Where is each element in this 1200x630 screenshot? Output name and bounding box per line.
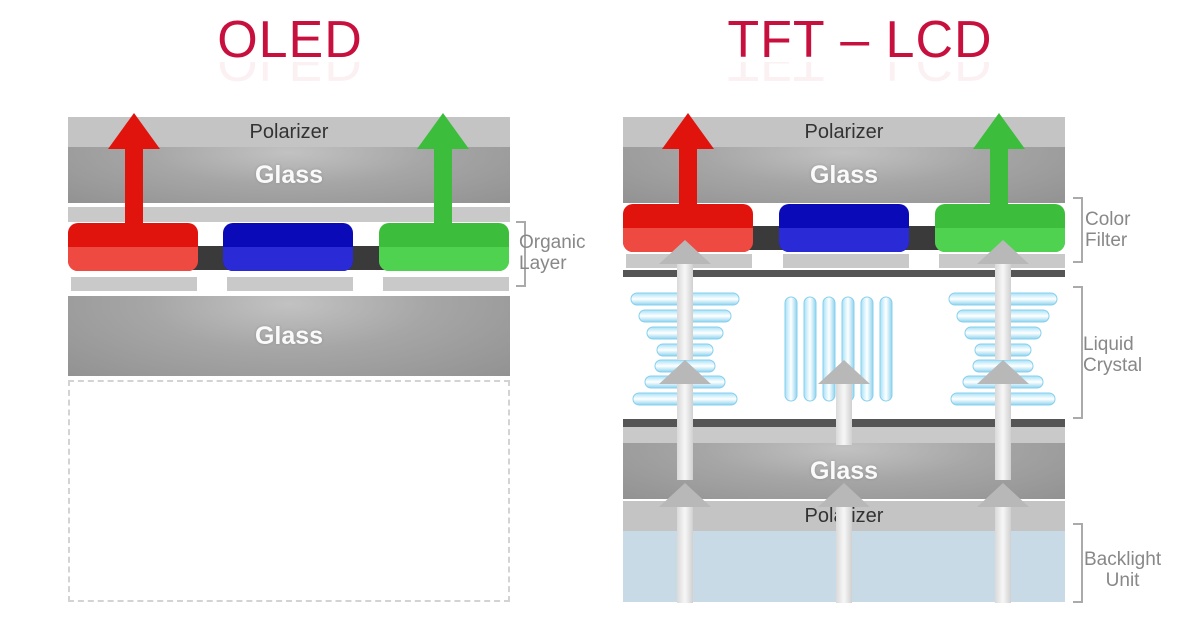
light-arrow-head [977,240,1029,264]
lcd-polarizer-top-label: Polarizer [804,120,884,143]
oled-green-light-arrow-head [417,113,469,149]
oled-organic-bracket [516,221,526,287]
light-arrow-head [818,483,870,507]
oled-polarizer-label: Polarizer [249,120,329,143]
lcd-glass-top-label: Glass [809,160,879,189]
lcd-green-light-arrow-head [973,113,1025,149]
oled-glass-bottom-layer: Glass [68,296,510,376]
oled-no-backlight-area [68,380,510,602]
oled-red-light-arrow-shaft [125,145,143,232]
lcd-red-light-arrow-head [662,113,714,149]
light-arrow-shaft [995,382,1011,480]
lcd-electrode-top [783,254,909,268]
lcd-red-light-arrow-shaft [679,145,697,213]
light-arrow-head [659,240,711,264]
lcd-backlight-bracket [1073,523,1083,603]
light-arrow-shaft [677,505,693,603]
oled-blue-subpixel [223,223,353,271]
light-arrow-shaft [836,382,852,445]
light-arrow-head [818,360,870,384]
light-arrow-shaft [677,262,693,360]
light-arrow-head [659,360,711,384]
light-arrow-head [977,360,1029,384]
lcd-alignment-top [623,270,1065,277]
oled-glass-bottom-label: Glass [254,321,324,350]
light-arrow-head [659,483,711,507]
light-arrow-shaft [677,382,693,480]
oled-electrode-bottom [227,277,353,291]
lcd-color-filter-bracket [1073,197,1083,263]
lcd-blue-filter [779,204,909,252]
oled-red-light-arrow-head [108,113,160,149]
lcd-liquid-crystal-bracket [1073,286,1083,419]
light-arrow-shaft [836,505,852,603]
light-arrow-shaft [995,505,1011,603]
oled-glass-top-label: Glass [254,160,324,189]
oled-electrode-bottom [71,277,197,291]
light-arrow-head [977,483,1029,507]
lcd-glass-bottom-label: Glass [809,456,879,485]
oled-red-subpixel [68,223,198,271]
oled-green-light-arrow-shaft [434,145,452,232]
oled-electrode-top [68,207,510,222]
backlight-arrows [659,240,1029,603]
aligned-crystal-molecule [803,296,817,402]
emitted-light-arrows [108,113,1025,232]
aligned-crystal-molecule [860,296,874,402]
lcd-green-light-arrow-shaft [990,145,1008,213]
aligned-crystal-molecule [879,296,893,402]
aligned-crystal-molecule [822,296,836,402]
aligned-crystal-molecule [784,296,798,402]
light-arrow-shaft [995,262,1011,360]
oled-electrode-bottom [383,277,509,291]
